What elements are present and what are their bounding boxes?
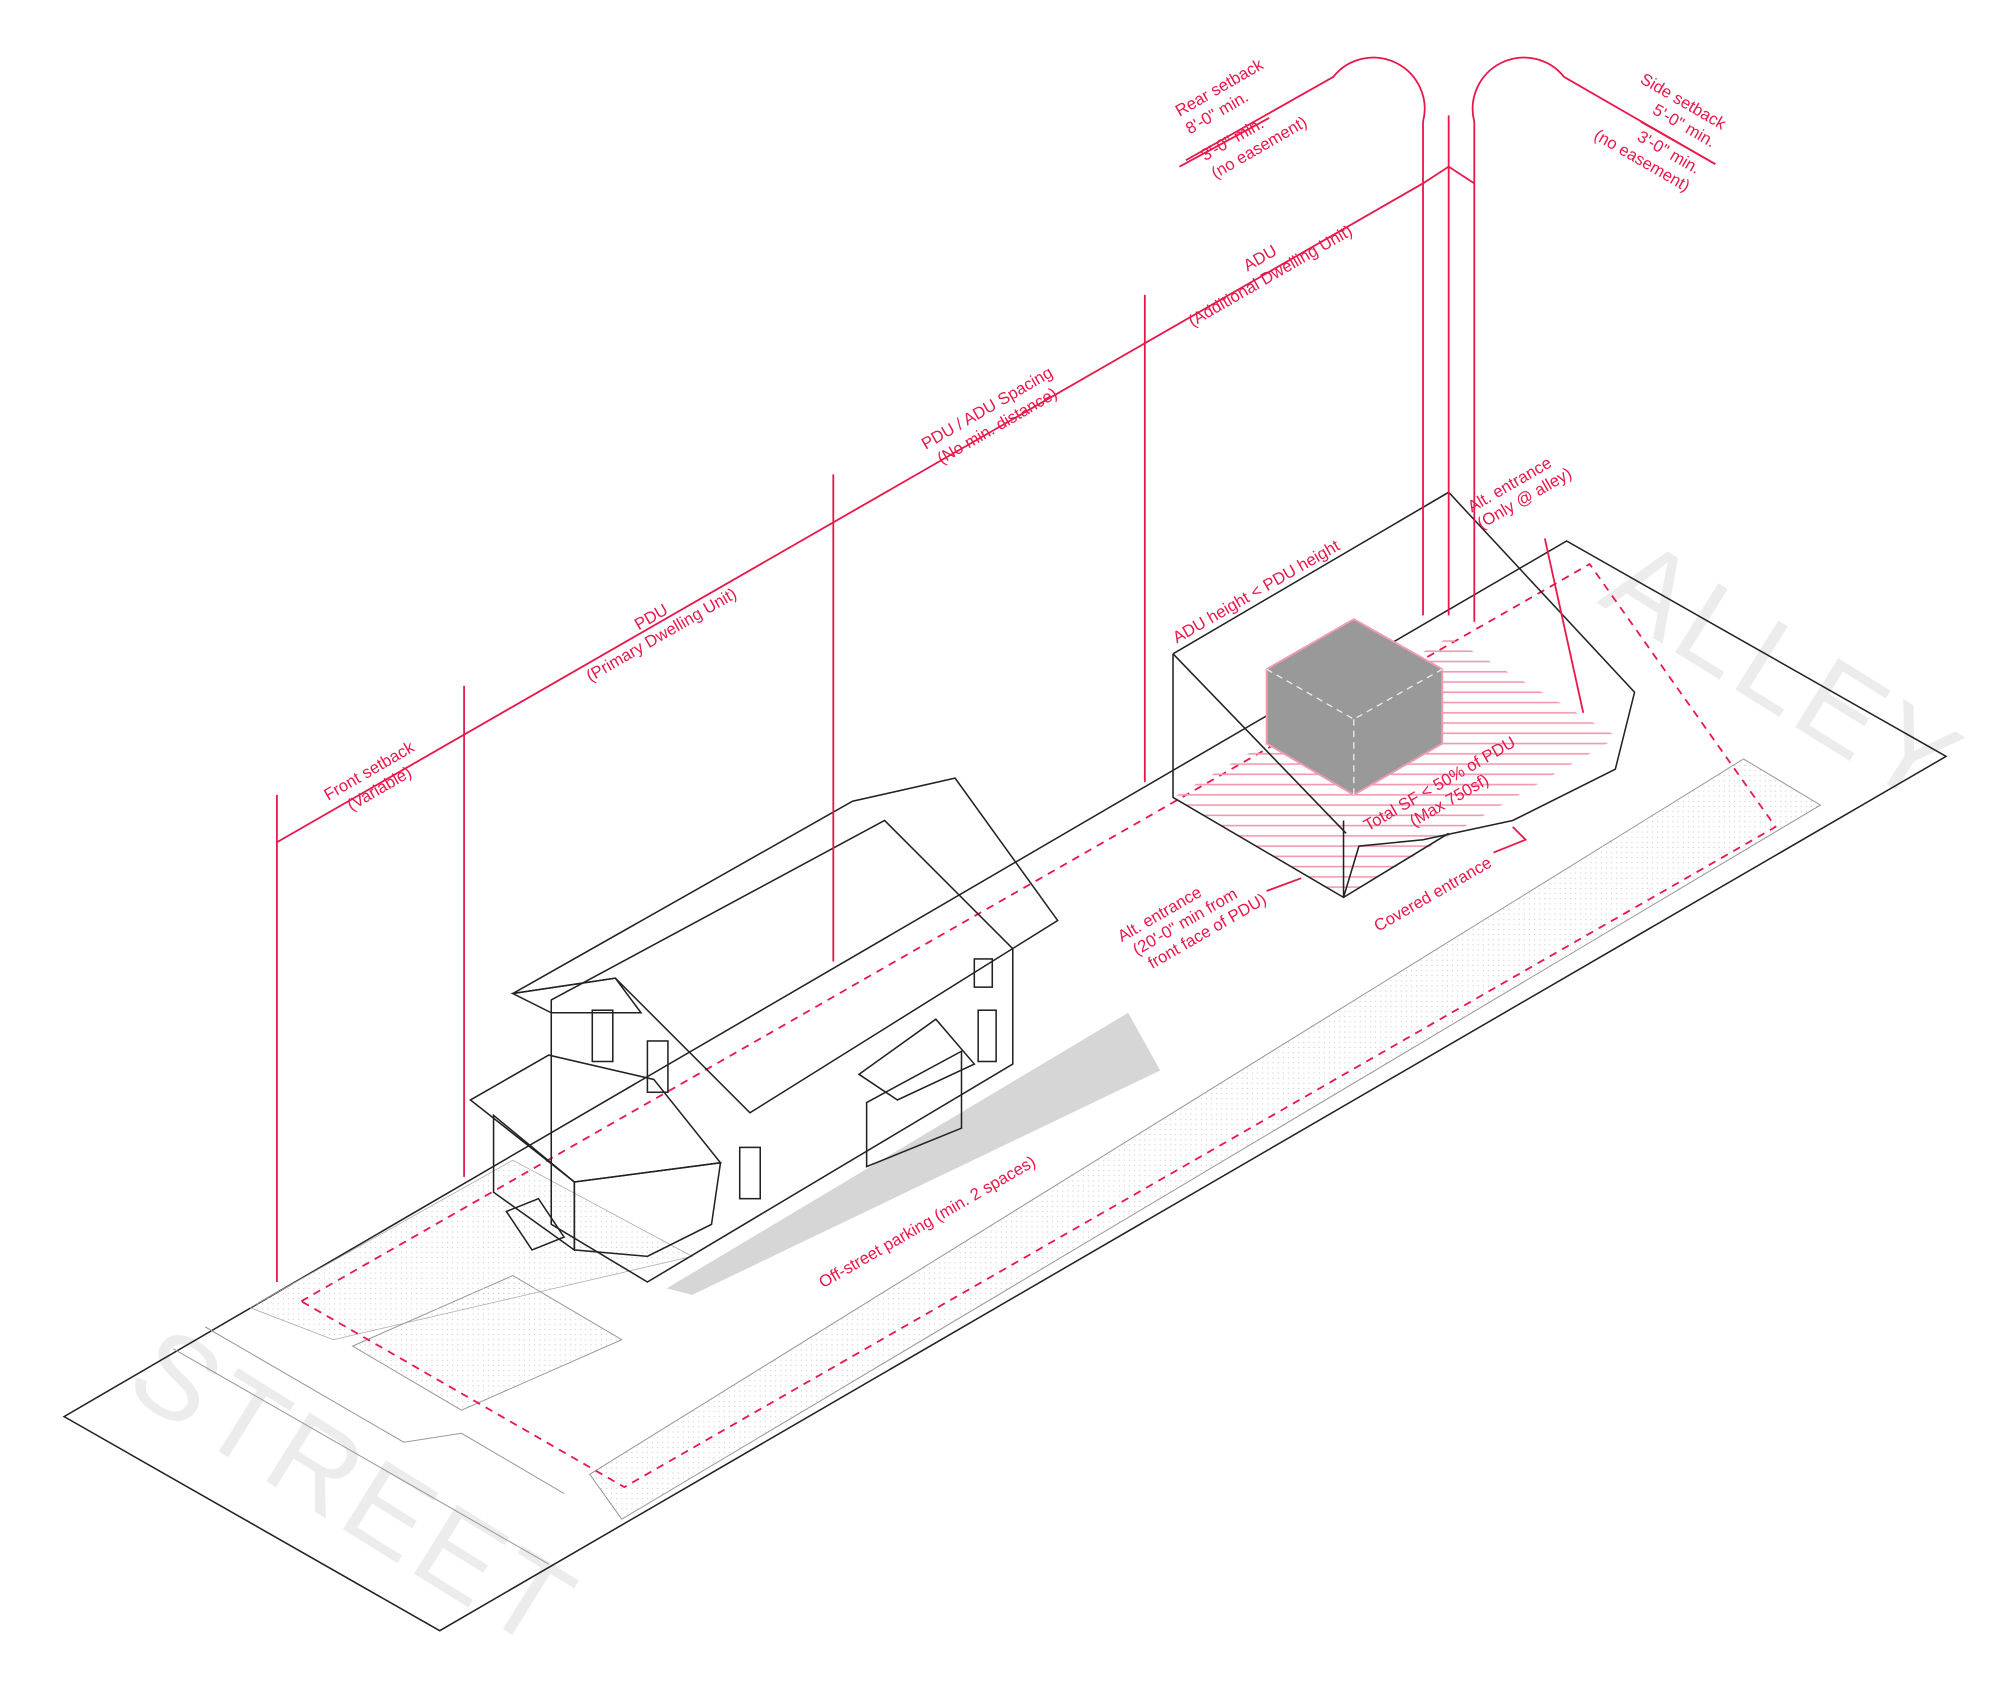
dimension-lines	[276, 56, 1716, 1283]
adu-note: (Additional Dwelling Unit)	[1185, 221, 1356, 330]
alt-entrance-front-arrow	[1266, 877, 1302, 892]
buildable-area	[299, 562, 1777, 1489]
front-setback-label: Front setback (Variable)	[321, 737, 418, 815]
side-yard	[588, 758, 1822, 1520]
alt-entrance-alley-label: Alt. entrance (Only @ alley)	[1464, 453, 1575, 533]
alt-entrance-alley-arrow	[1543, 538, 1585, 713]
adu-label: ADU (Additional Dwelling Unit)	[1185, 221, 1356, 330]
alt-entrance-front-label: Alt. entrance (20'-0" min from front fac…	[1114, 883, 1269, 973]
adu-height-label: ADU height < PDU height	[1169, 536, 1343, 647]
adu-envelope	[1172, 491, 1636, 899]
spacing-label: PDU / ADU Spacing (No min. distance)	[918, 363, 1060, 468]
sidewalk	[172, 1348, 549, 1565]
primary-dwelling-unit	[469, 777, 1059, 1283]
adu-volume	[1265, 618, 1444, 796]
pdu-label: PDU (Primary Dwelling Unit)	[583, 584, 740, 686]
house-shadow	[666, 1012, 1161, 1295]
covered-entrance-arrow	[1493, 826, 1528, 854]
rear-setback-label: Rear setback 8'-0" min. 3'-0" min. (no e…	[1172, 54, 1310, 182]
side-setback-label: Side setback 5'-0" min. 3'-0" min. (no e…	[1591, 69, 1730, 195]
curb	[204, 1326, 565, 1494]
lot-outline	[62, 540, 1948, 1632]
front-yard	[249, 1159, 694, 1341]
pdu-note: (Primary Dwelling Unit)	[583, 584, 740, 686]
